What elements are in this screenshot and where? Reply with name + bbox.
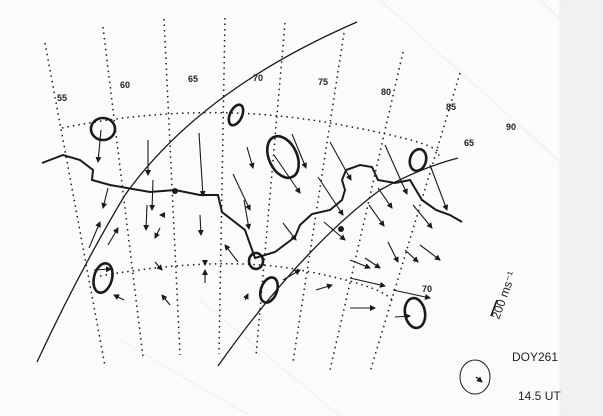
velocity-arrow <box>349 277 386 288</box>
coast-marker <box>172 188 178 194</box>
highlight-circle <box>92 262 114 294</box>
lon-label-65: 65 <box>188 74 198 84</box>
velocity-arrow <box>384 144 408 195</box>
velocity-arrow <box>412 204 433 229</box>
velocity-arrow <box>95 129 102 163</box>
scale-label: 200 ms⁻¹ <box>489 270 519 321</box>
scale-bar <box>490 299 498 317</box>
velocity-arrow <box>429 164 449 211</box>
highlight-circle <box>265 134 301 180</box>
grid-labels: 55 60 65 70 75 80 85 90 65 70 <box>57 73 516 294</box>
highlight-circle <box>247 251 265 271</box>
velocity-arrow <box>282 222 297 241</box>
velocity-arrow <box>232 173 251 211</box>
velocity-arrow <box>107 227 119 246</box>
boundary-curves <box>36 21 459 367</box>
highlight-circle <box>403 296 427 330</box>
lon-label-85: 85 <box>446 102 456 112</box>
velocity-arrow <box>197 214 204 236</box>
coast-marker <box>338 226 344 232</box>
meridian-55 <box>44 42 106 367</box>
lon-label-80: 80 <box>381 87 391 97</box>
velocity-arrow <box>349 259 371 269</box>
lon-label-75: 75 <box>318 77 328 87</box>
velocity-arrow <box>101 187 109 209</box>
meridian-75 <box>255 22 286 357</box>
highlight-circle <box>89 116 117 142</box>
velocity-arrow <box>282 269 301 281</box>
meridian-70 <box>218 17 226 355</box>
lon-label-70: 70 <box>253 73 263 83</box>
reference-circle <box>459 359 491 395</box>
velocity-arrow <box>149 179 156 211</box>
highlight-circle <box>258 276 280 304</box>
velocity-arrow <box>394 313 411 320</box>
poleward-boundary <box>36 21 358 363</box>
velocity-arrow <box>329 141 352 181</box>
parallel-70 <box>99 263 393 301</box>
velocity-arrow <box>368 204 385 227</box>
velocity-arrow <box>88 221 101 249</box>
velocity-arrow <box>246 146 255 169</box>
highlight-circle <box>408 147 428 173</box>
meridian-lines <box>44 17 461 373</box>
velocity-arrow <box>317 176 344 216</box>
velocity-arrow <box>315 283 333 291</box>
velocity-arrow <box>243 199 252 230</box>
velocity-arrow <box>198 132 206 197</box>
equatorward-boundary <box>217 157 459 367</box>
lon-label-55: 55 <box>57 93 67 103</box>
velocity-arrow <box>161 294 171 306</box>
legend: 200 ms⁻¹ DOY261 14.5 UT <box>459 270 561 403</box>
velocity-arrow <box>143 204 150 231</box>
velocity-arrow <box>273 154 301 194</box>
coastline <box>41 153 463 260</box>
velocity-arrow <box>387 241 399 263</box>
velocity-arrow <box>154 227 161 239</box>
velocity-arrow <box>419 244 441 261</box>
velocity-arrow <box>243 293 249 301</box>
velocity-arrow <box>291 133 307 169</box>
parallel-lines <box>61 111 440 301</box>
velocity-arrow <box>154 261 163 271</box>
lat-label-70: 70 <box>422 284 432 294</box>
day-label: DOY261 <box>512 350 558 364</box>
highlight-circles <box>89 103 428 330</box>
velocity-arrow <box>323 221 346 241</box>
meridian-80 <box>292 32 345 363</box>
meridian-60 <box>102 26 144 358</box>
meridian-65 <box>163 18 181 356</box>
parallel-65 <box>61 111 440 159</box>
velocity-arrow <box>113 294 125 301</box>
velocity-arrow <box>392 289 431 300</box>
faint-background-map <box>119 0 603 416</box>
velocity-arrow <box>377 187 393 209</box>
lat-label-65: 65 <box>464 138 474 148</box>
velocity-arrow <box>364 257 381 269</box>
lon-label-90: 90 <box>506 122 516 132</box>
highlight-circle <box>227 103 245 127</box>
lon-label-60: 60 <box>120 80 130 90</box>
velocity-arrow <box>404 249 419 263</box>
velocity-arrow <box>224 244 239 263</box>
time-label: 14.5 UT <box>518 389 561 403</box>
